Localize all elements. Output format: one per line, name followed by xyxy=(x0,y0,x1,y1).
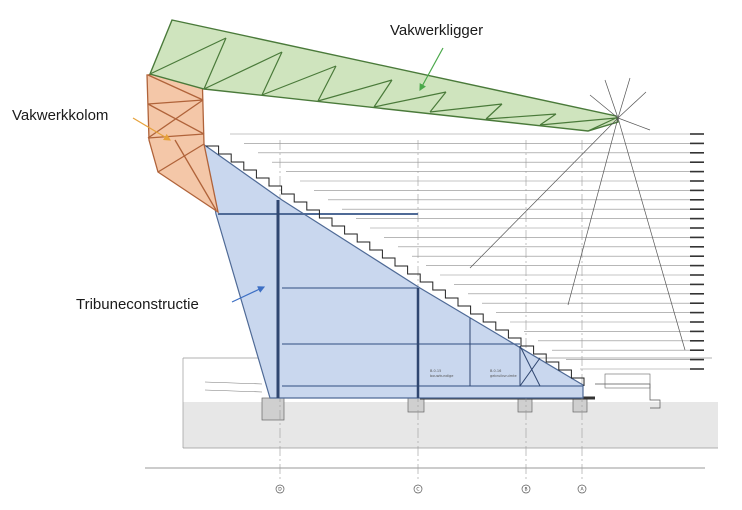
axis-label-d: D xyxy=(278,487,282,493)
tie-lines xyxy=(469,77,686,351)
girder-web-diagonals xyxy=(149,37,617,132)
axis-label-b: B xyxy=(524,487,527,493)
grandstand-structure: B.0.15 bouwkundige B.0.16 gebruiksruimte xyxy=(202,142,585,399)
room-name-1: bouwkundige xyxy=(430,374,453,378)
truss-girder xyxy=(149,19,619,132)
axis-label-c: C xyxy=(416,487,419,493)
seating-steps xyxy=(206,145,585,386)
level-lines xyxy=(230,133,704,370)
truss-column xyxy=(146,69,219,214)
foundation-footing xyxy=(261,397,285,421)
grandstand-arrow xyxy=(231,286,266,303)
ground-area xyxy=(145,357,718,469)
room-code-2: B.0.16 xyxy=(490,369,501,373)
column-arrow xyxy=(132,117,172,141)
grandstand-label: Tribuneconstructie xyxy=(76,296,199,313)
annotation-arrows xyxy=(132,47,444,303)
truss-girder-label: Vakwerkligger xyxy=(390,22,484,39)
room-name-2: gebruiksruimte xyxy=(490,374,517,378)
girder-arrow xyxy=(419,47,444,92)
room-code-1: B.0.15 xyxy=(430,369,441,373)
axis-label-a: A xyxy=(580,487,584,493)
truss-column-label: Vakwerkkolom xyxy=(12,107,109,124)
grid-axis-markers: D C B A xyxy=(275,484,587,494)
